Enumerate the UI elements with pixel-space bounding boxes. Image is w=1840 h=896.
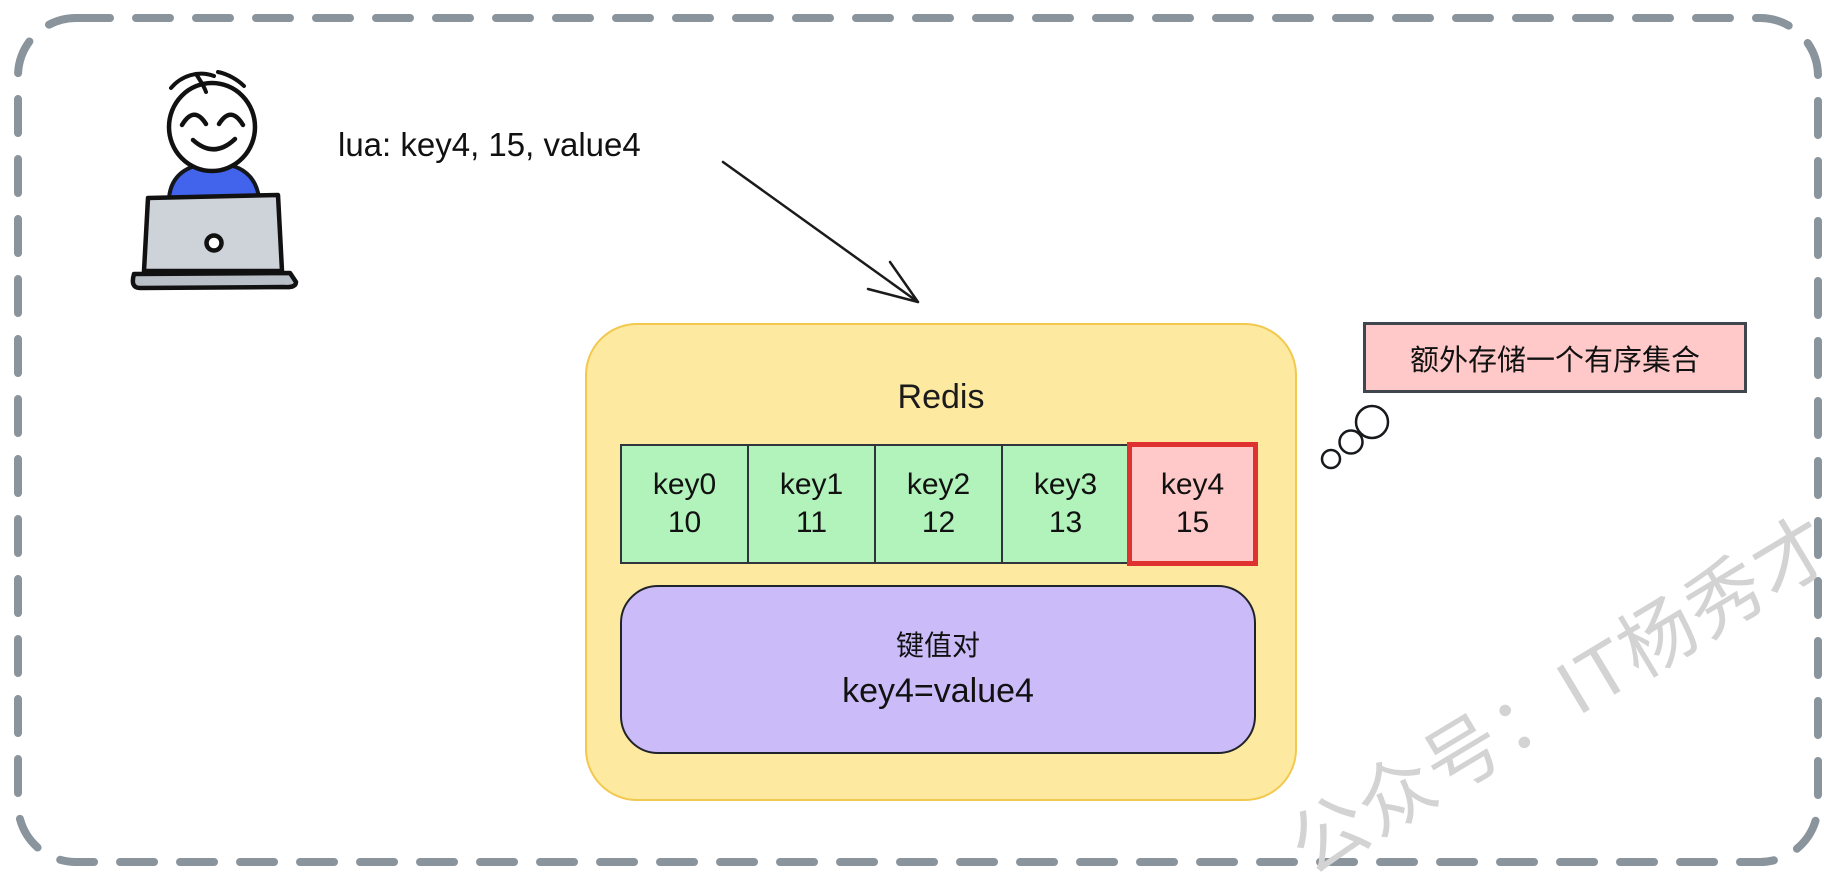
cell-key: key1 <box>779 468 844 501</box>
key-value-pair-box: 键值对 key4=value4 <box>620 585 1256 754</box>
sorted-set-cell-key2: key2 12 <box>874 444 1003 564</box>
smile <box>190 136 238 152</box>
cell-score: 11 <box>795 506 828 539</box>
cell-key: key4 <box>1160 468 1225 501</box>
cell-score: 13 <box>1048 506 1083 539</box>
cell-score: 12 <box>921 506 956 539</box>
lua-command-label: lua: key4, 15, value4 <box>338 126 641 163</box>
sorted-set-cell-key4-highlighted: key4 15 <box>1127 442 1258 566</box>
head <box>166 80 258 174</box>
hair-strokes <box>169 70 246 94</box>
cell-key: key2 <box>906 468 971 501</box>
thought-bubble-circles <box>1320 404 1390 470</box>
kv-pair-label: 键值对 <box>895 629 980 661</box>
sorted-set-cell-key1: key1 11 <box>747 444 876 564</box>
laptop-logo-dot <box>204 233 224 253</box>
sorted-set-cell-key3: key3 13 <box>1001 444 1130 564</box>
sorted-set-cell-key0: key0 10 <box>620 444 749 564</box>
cell-score: 15 <box>1175 506 1210 539</box>
cell-key: key3 <box>1033 468 1098 501</box>
person-at-laptop-icon <box>130 70 299 291</box>
kv-pair-value: key4=value4 <box>842 671 1034 710</box>
laptop-screen <box>141 192 285 274</box>
sorted-set-callout: 额外存储一个有序集合 <box>1363 322 1747 393</box>
right-eye <box>216 112 246 128</box>
laptop-base <box>130 270 299 291</box>
cell-key: key0 <box>652 468 717 501</box>
sorted-set-table: key0 10 key1 11 key2 12 key3 13 key4 15 <box>620 442 1258 566</box>
redis-title: Redis <box>897 378 985 416</box>
cell-score: 10 <box>667 506 702 539</box>
arrow-to-redis <box>721 160 920 304</box>
redis-container: Redis key0 10 key1 11 key2 12 key3 13 ke… <box>585 323 1297 801</box>
callout-text: 额外存储一个有序集合 <box>1409 344 1700 377</box>
left-eye <box>179 112 209 128</box>
